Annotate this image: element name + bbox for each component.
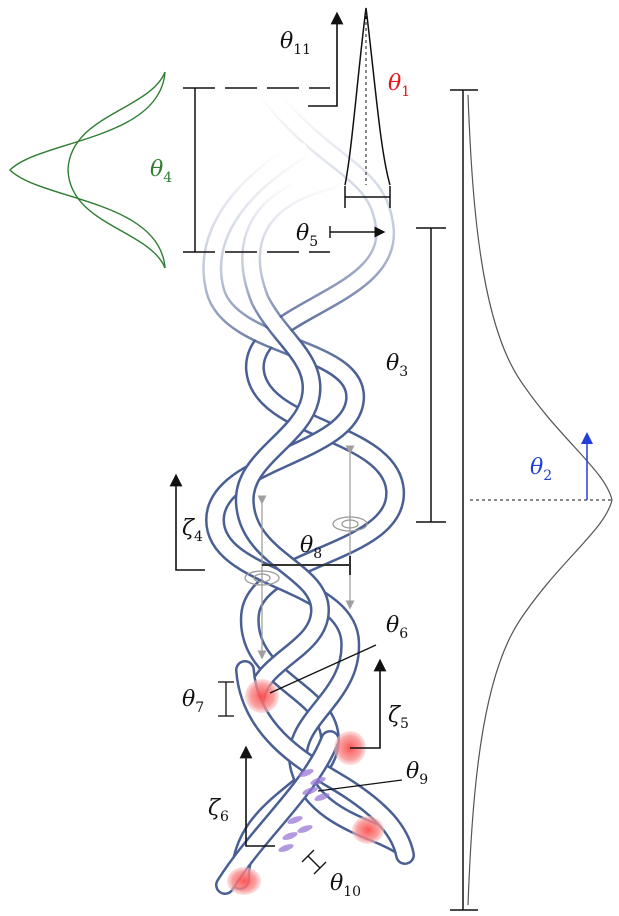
red-blob-4 (227, 867, 261, 895)
theta3-label: θ3 (386, 351, 408, 380)
theta7-label: θ7 (182, 687, 204, 716)
theta10-label: θ10 (330, 871, 361, 900)
theta11-arrow (308, 11, 344, 107)
zeta4-label: ζ4 (182, 516, 203, 545)
theta3-bracket (416, 227, 446, 523)
lower-tube (215, 660, 415, 895)
rotation-circle-right (332, 516, 368, 532)
zeta6-arrow (239, 745, 275, 847)
theta11-label: θ11 (280, 29, 311, 58)
right-axis (450, 89, 478, 911)
theta5-label: θ5 (296, 221, 318, 250)
theta5-arrow (329, 226, 386, 238)
purple-marks-lower (278, 816, 313, 852)
zeta4-arrow (169, 473, 205, 571)
theta1-label: θ1 (388, 71, 410, 100)
theta9-leader (317, 779, 403, 792)
theta6-label: θ6 (386, 613, 408, 642)
theta7-bracket (218, 681, 234, 717)
theta2-label: θ2 (530, 455, 552, 484)
red-blob-1 (245, 679, 279, 713)
zeta5-arrow (350, 658, 387, 749)
green-gaussians (9, 71, 166, 269)
zeta5-label: ζ5 (388, 703, 409, 732)
theta9-label: θ9 (406, 759, 428, 788)
theta6-leader (269, 644, 377, 694)
zeta6-label: ζ6 (208, 796, 229, 825)
right-gaussian (467, 94, 613, 906)
red-blob-3 (352, 816, 384, 844)
theta10-marker (301, 849, 327, 875)
rotation-circle-left (244, 570, 280, 586)
helix-strand-c (234, 170, 340, 710)
theta8-label: θ8 (300, 533, 322, 562)
theta4-label: θ4 (150, 157, 172, 186)
purple-marks-upper (298, 769, 330, 801)
theta1-peak (344, 7, 391, 208)
theta4-bracket (183, 87, 330, 253)
